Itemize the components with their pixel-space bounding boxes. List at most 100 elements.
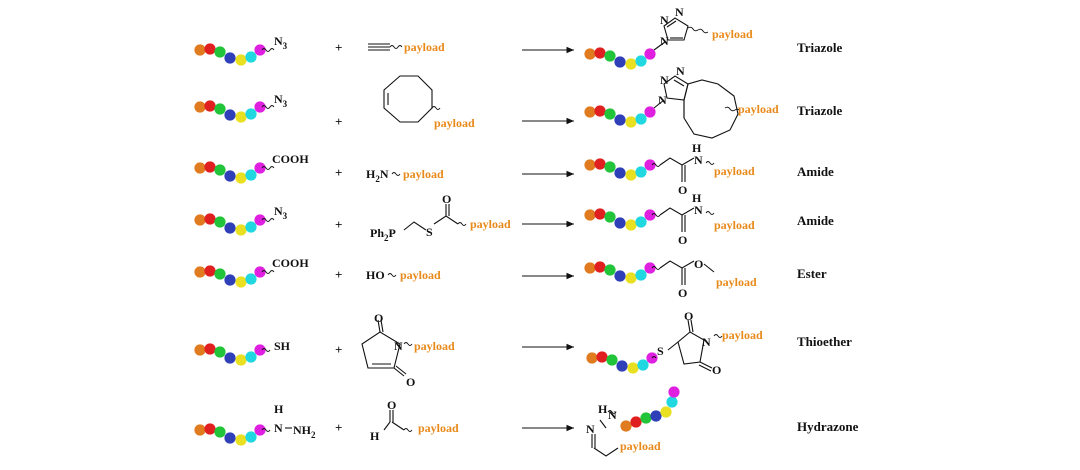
bead-chain-product-7 (620, 386, 680, 432)
product-name: Ester (797, 266, 827, 281)
sulfur-label: S (426, 225, 433, 239)
bead-chain-reactant-3 (194, 161, 266, 184)
bead-chain-reactant-5 (194, 265, 266, 288)
imide-n: N (702, 335, 711, 349)
hydrazone-h: H (598, 402, 608, 416)
row-3: COOH + H2N payload H N O payload Amide (194, 141, 834, 197)
azide-label: N3 (274, 92, 288, 109)
wavy-linker (387, 273, 397, 277)
magenta-bead (644, 209, 656, 221)
orange-bead (584, 106, 596, 118)
yellow-bead (625, 58, 637, 70)
amide-h: H (692, 191, 702, 205)
azide-label: N3 (274, 34, 288, 51)
green-bead (214, 216, 226, 228)
wavy-linker (261, 166, 275, 170)
red-bead (204, 43, 216, 55)
magenta-bead (254, 266, 266, 278)
blue-bead (614, 270, 626, 282)
row-4: N3 + Ph2P S O payload H N O payload Amid… (194, 191, 834, 247)
cyan-bead (245, 431, 257, 443)
ester-o: O (694, 257, 703, 271)
yellow-bead (660, 406, 672, 418)
wavy-linker (261, 105, 275, 109)
green-bead (606, 354, 618, 366)
cyclooctyne (383, 75, 441, 123)
red-bead (594, 261, 606, 273)
payload-label: payload (714, 164, 755, 178)
orange-bead (194, 344, 206, 356)
cyan-bead (245, 108, 257, 120)
red-bead (204, 213, 216, 225)
blue-bead (224, 352, 236, 364)
cyan-bead (635, 166, 647, 178)
row-6: SH + O N O payload S O N O (194, 309, 852, 389)
blue-bead (224, 52, 236, 64)
blue-bead (224, 432, 236, 444)
product-name: Amide (797, 164, 834, 179)
payload-label: payload (404, 40, 445, 54)
green-bead (604, 108, 616, 120)
payload-label: payload (712, 27, 753, 41)
payload-label: payload (722, 328, 763, 342)
blue-bead (614, 217, 626, 229)
red-bead (630, 416, 642, 428)
imine-n: N (586, 422, 595, 436)
product-name: Triazole (797, 40, 842, 55)
hydrazone-linkage (591, 410, 619, 457)
magenta-bead (254, 424, 266, 436)
orange-bead (194, 44, 206, 56)
blue-bead (614, 56, 626, 68)
red-bead (204, 423, 216, 435)
green-bead (604, 161, 616, 173)
hydrazone-n: N (608, 408, 617, 422)
orange-bead (194, 162, 206, 174)
carbonyl-o: O (678, 233, 687, 247)
payload-label: payload (620, 439, 661, 453)
carbonyl-o: O (442, 192, 451, 206)
plus-sign: + (335, 165, 342, 180)
phosphine-thioester (403, 204, 467, 231)
payload-label: payload (470, 217, 511, 231)
magenta-bead (254, 344, 266, 356)
yellow-bead (235, 111, 247, 123)
green-bead (604, 50, 616, 62)
red-bead (204, 343, 216, 355)
hydroxyl-label: HO (366, 268, 385, 282)
plus-sign: + (335, 420, 342, 435)
aldehyde-h: H (370, 429, 380, 443)
cyan-bead (635, 269, 647, 281)
orange-bead (194, 214, 206, 226)
red-bead (594, 47, 606, 59)
wavy-linker (261, 348, 271, 352)
yellow-bead (235, 172, 247, 184)
cyan-bead (635, 113, 647, 125)
amine-label: H2N (366, 167, 389, 184)
wavy-linker (261, 270, 275, 274)
amide-h: H (692, 141, 702, 155)
carbonyl-o: O (678, 286, 687, 300)
yellow-bead (627, 362, 639, 374)
imide-n: N (394, 339, 403, 353)
bead-chain-product-2 (584, 105, 656, 128)
product-name: Amide (797, 213, 834, 228)
hydrazine-n: N (274, 421, 283, 435)
plus-sign: + (335, 342, 342, 357)
yellow-bead (235, 54, 247, 66)
cyan-bead (245, 169, 257, 181)
plus-sign: + (335, 114, 342, 129)
blue-bead (614, 167, 626, 179)
magenta-bead (668, 386, 680, 398)
payload-label: payload (400, 268, 441, 282)
green-bead (604, 211, 616, 223)
carboxyl-label: COOH (272, 256, 309, 270)
row-5: COOH + HO payload O O payload Ester (194, 256, 827, 300)
amide-linkage (651, 157, 715, 182)
wavy-linker (261, 428, 271, 432)
red-bead (594, 105, 606, 117)
triazole-n-bottom: N (658, 93, 667, 107)
red-bead (594, 208, 606, 220)
red-bead (594, 158, 606, 170)
payload-label: payload (434, 116, 475, 130)
cyan-bead (245, 273, 257, 285)
